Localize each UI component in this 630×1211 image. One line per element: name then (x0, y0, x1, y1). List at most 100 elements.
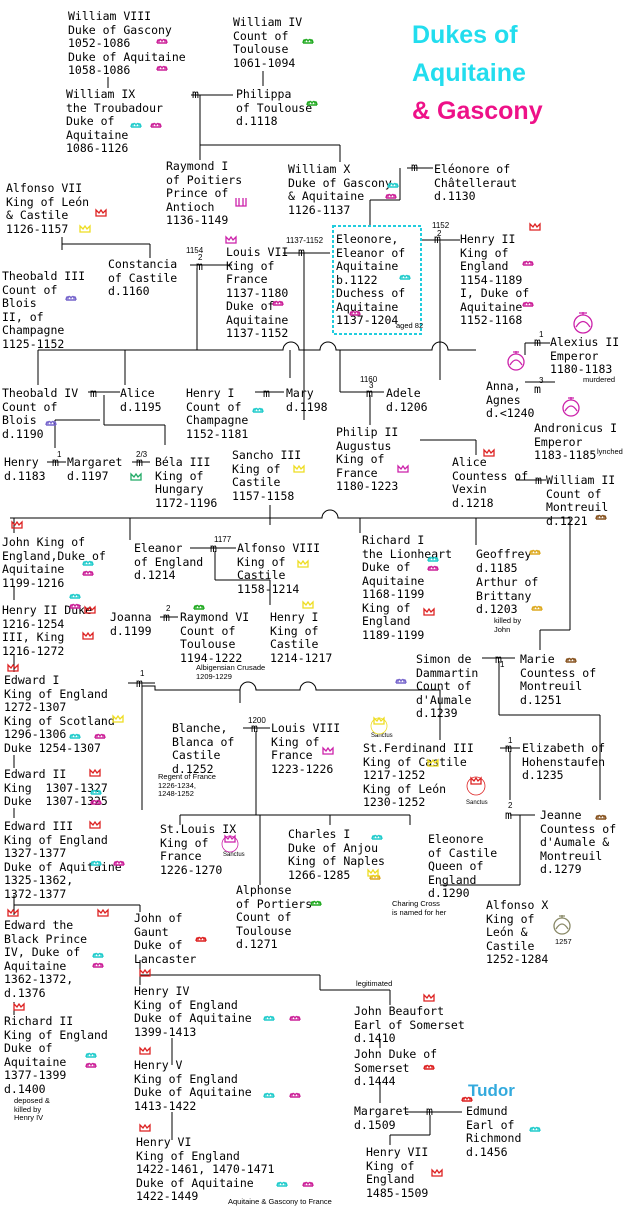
crown-icon (156, 65, 168, 71)
crown-icon (92, 952, 104, 958)
person-ferdinand-iii: St.Ferdinand III King of Castile 1217-12… (363, 741, 474, 809)
marriage-mark: m (426, 1104, 433, 1118)
person-alice-blois: Alice d.1195 (120, 386, 162, 414)
note-year-1257: 1257 (555, 937, 572, 946)
marriage-order: 2 (508, 801, 513, 810)
person-john-beaufort: John Beaufort Earl of Somerset d.1410 (354, 1004, 465, 1045)
person-geoffrey: Geoffrey d.1185 (476, 547, 532, 575)
crown-icon (79, 225, 91, 233)
person-anna-agnes: Anna, Agnes d.<1240 (486, 379, 535, 420)
marriage-year: 1160 (360, 375, 378, 384)
person-arthur-brittany: Arthur of Brittany d.1203 (476, 575, 539, 616)
person-henry-ii: Henry II King of England 1154-1189 I, Du… (460, 232, 530, 327)
eleanor-highlight-box (332, 225, 422, 335)
crown-icon (82, 570, 94, 576)
person-richard-i: Richard I the Lionheart Duke of Aquitain… (362, 533, 453, 642)
note-murdered: murdered (583, 375, 616, 384)
marriage-order: 2 (198, 253, 203, 262)
crown-icon (302, 601, 314, 609)
note-sanctus-louis: Sanctus (223, 852, 245, 858)
person-edmund-tudor: Edmund Earl of Richmond d.1456 (466, 1104, 522, 1159)
person-louis-vii: Louis VII King of France 1137-1180 Duke … (226, 245, 289, 340)
imperial-crown-icon (562, 397, 580, 417)
person-constancia: Constancia of Castile d.1160 (108, 257, 178, 298)
crown-icon (130, 122, 142, 128)
crown-icon (69, 733, 81, 739)
person-joanna: Joanna d.1199 (110, 610, 152, 638)
person-william-ii-montreuil: William II Count of Montreuil d.1221 (546, 473, 616, 528)
person-black-prince: Edward the Black Prince IV, Duke of Aqui… (4, 918, 88, 1000)
crown-icon (7, 909, 19, 917)
crown-icon (85, 1062, 97, 1068)
marriage-mark: m (534, 335, 541, 349)
crown-icon (395, 678, 407, 684)
person-alice-vexin: Alice Countess of Vexin d.1218 (452, 455, 529, 510)
marriage-mark: m (251, 721, 258, 735)
marriage-order: 1 (539, 330, 544, 339)
person-theobald-iii: Theobald III Count of Blois II, of Champ… (2, 269, 86, 351)
person-henry-i-champagne: Henry I Count of Champagne 1152-1181 (186, 386, 249, 441)
saint-crown-icon (466, 776, 486, 796)
person-margaret-beaufort: Margaret d.1509 (354, 1104, 410, 1132)
marriage-mark: m (411, 160, 418, 174)
person-alfonso-viii: Alfonso VIII King of Castile 1158-1214 (237, 541, 321, 596)
person-theobald-iv: Theobald IV Count of Blois d.1190 (2, 386, 79, 441)
crown-icon (130, 473, 142, 481)
marriage-order: 2 (166, 604, 171, 613)
crown-icon (529, 223, 541, 231)
crown-icon (90, 799, 102, 805)
crown-icon (113, 860, 125, 866)
note-sanctus-ferdinand: Sanctus (371, 733, 393, 739)
imperial-crown-icon (573, 312, 593, 334)
person-william-x: William X Duke of Gascony & Aquitaine 11… (288, 162, 392, 217)
crown-icon (82, 632, 94, 640)
crown-icon (195, 936, 207, 942)
crown-icon (193, 604, 205, 610)
crown-icon (302, 1181, 314, 1187)
note-albigensian-crusade: Albigensian Crusade 1209-1229 (196, 663, 266, 681)
marriage-mark: m (534, 382, 541, 396)
crown-icon (89, 769, 101, 777)
person-mary: Mary d.1198 (286, 386, 328, 414)
crown-icon (427, 565, 439, 571)
crown-icon (322, 747, 334, 755)
marriage-order: 1 (500, 660, 505, 669)
person-raymond-vi: Raymond VI Count of Toulouse 1194-1222 (180, 610, 250, 665)
person-blanche: Blanche, Blanca of Castile d.1252 (172, 721, 235, 776)
marriage-order: 2 (437, 229, 442, 238)
note-legitimated: legitimated (356, 979, 393, 988)
crown-icon (289, 1092, 301, 1098)
note-aquitaine-to-france: Aquitaine & Gascony to France (228, 1197, 332, 1206)
person-eleanor-england: Eleanor of England d.1214 (134, 541, 204, 582)
person-sancho-iii: Sancho III King of Castile 1157-1158 (232, 448, 302, 503)
crown-icon (349, 310, 361, 316)
crown-icon (82, 560, 94, 566)
marriage-mark: m (90, 386, 97, 400)
person-jeanne: Jeanne Countess of d'Aumale & Montreuil … (540, 808, 617, 876)
person-richard-ii: Richard II King of England Duke of Aquit… (4, 1014, 108, 1096)
person-henry-vi: Henry VI King of England 1422-1461, 1470… (136, 1135, 275, 1203)
crown-icon (371, 834, 383, 840)
crown-icon (272, 300, 284, 306)
crown-icon (65, 295, 77, 301)
title-line2: Aquitaine (412, 59, 526, 87)
crown-icon (293, 465, 305, 473)
crown-icon (150, 122, 162, 128)
person-john-of-gaunt: John of Gaunt Duke of Lancaster (134, 911, 197, 966)
person-henry-iv: Henry IV King of England Duke of Aquitai… (134, 984, 252, 1039)
marriage-order: 1 (57, 450, 62, 459)
person-william-iv: William IV Count of Toulouse 1061-1094 (233, 15, 303, 70)
crown-icon (387, 182, 399, 188)
note-charing-cross: Charing Cross is named for her (392, 899, 447, 917)
crown-icon (139, 1047, 151, 1055)
marriage-mark: m (52, 455, 59, 469)
crown-icon (423, 608, 435, 616)
crown-icon (302, 38, 314, 44)
marriage-year: 1152 (432, 221, 450, 230)
crown-icon (11, 521, 23, 529)
marriage-mark: m (263, 386, 270, 400)
person-philippa: Philippa of Toulouse d.1118 (236, 87, 313, 128)
crown-icon (112, 715, 124, 723)
